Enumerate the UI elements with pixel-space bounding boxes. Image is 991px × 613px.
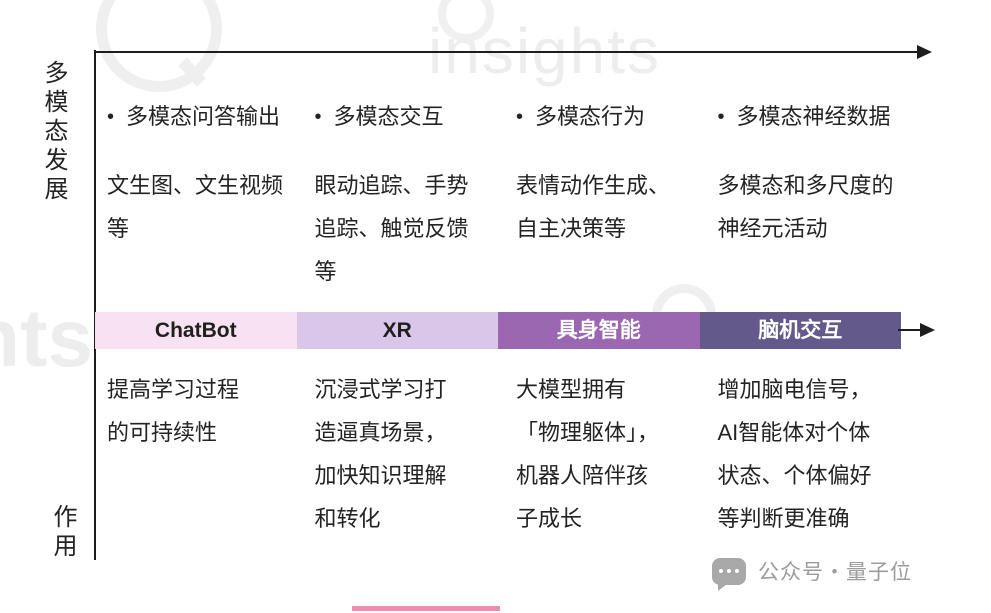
modality-header-label: 多模态神经数据 (736, 104, 891, 129)
footer-watermark-label: 公众号・量子位 (758, 561, 912, 584)
brand-logo-ring-icon (96, 0, 222, 92)
bullet-icon: • (516, 106, 524, 128)
effect-text: 提高学习过程 的可持续性 (107, 377, 240, 445)
y-axis-line (94, 50, 96, 560)
bullet-icon: • (314, 106, 322, 128)
wechat-bubble-icon (712, 557, 746, 591)
modality-detail: 文生图、文生视频 等 (107, 173, 284, 241)
modality-header-label: 多模态交互 (333, 104, 444, 129)
modality-detail: 表情动作生成、 自主决策等 (516, 173, 671, 241)
bullet-icon: • (107, 106, 115, 128)
wechat-dots-icon (727, 569, 731, 573)
effect-text: 沉浸式学习打 造逼真场景， 加快知识理解 和转化 (314, 377, 447, 531)
modality-header: • 多模态行为 (516, 102, 700, 132)
modality-row: • 多模态问答输出 文生图、文生视频 等 • 多模态交互 眼动追踪、手势 追踪、… (95, 102, 901, 293)
modality-detail: 多模态和多尺度的 神经元活动 (717, 173, 894, 241)
stage-column-bci: • 多模态神经数据 多模态和多尺度的 神经元活动 (700, 102, 902, 293)
y-axis-label-top: 多模态发展 (40, 60, 67, 205)
band-segment-xr: XR (296, 312, 498, 349)
x-axis-line (94, 51, 918, 53)
partial-watermark-text: hts (0, 293, 93, 384)
footer-watermark: 公众号・量子位 (712, 556, 912, 591)
bottom-progress-bar (352, 606, 500, 611)
effect-text: 大模型拥有 「物理躯体」， 机器人陪伴孩 子成长 (516, 377, 660, 531)
effect-column-xr: 沉浸式学习打 造逼真场景， 加快知识理解 和转化 (297, 368, 499, 540)
small-logo-ring-icon (438, 0, 494, 42)
bullet-icon: • (717, 106, 725, 128)
modality-header: • 多模态问答输出 (107, 102, 297, 132)
stage-column-embodied-ai: • 多模态行为 表情动作生成、 自主决策等 (498, 102, 700, 293)
x-axis-arrowhead-icon (917, 45, 932, 59)
band-segment-bci: 脑机交互 (699, 312, 901, 349)
effect-column-bci: 增加脑电信号， AI智能体对个体 状态、个体偏好 等判断更准确 (700, 368, 902, 540)
modality-header: • 多模态神经数据 (718, 102, 902, 132)
band-arrow-line (898, 329, 922, 331)
modality-header: • 多模态交互 (315, 102, 499, 132)
effect-column-embodied-ai: 大模型拥有 「物理躯体」， 机器人陪伴孩 子成长 (498, 368, 700, 540)
band-segment-chatbot: ChatBot (95, 312, 297, 349)
y-axis-label-bottom: 作用 (49, 504, 76, 562)
band-segment-embodied-ai: 具身智能 (498, 312, 700, 349)
effect-column-chatbot: 提高学习过程 的可持续性 (95, 368, 297, 540)
stage-column-xr: • 多模态交互 眼动追踪、手势 追踪、触觉反馈 等 (297, 102, 499, 293)
effect-text: 增加脑电信号， AI智能体对个体 状态、个体偏好 等判断更准确 (717, 377, 872, 531)
effects-row: 提高学习过程 的可持续性 沉浸式学习打 造逼真场景， 加快知识理解 和转化 大模… (95, 368, 901, 540)
stage-band: ChatBot XR 具身智能 脑机交互 (95, 312, 901, 349)
stage-column-chatbot: • 多模态问答输出 文生图、文生视频 等 (95, 102, 297, 293)
modality-header-label: 多模态行为 (535, 104, 646, 129)
band-arrowhead-icon (920, 323, 935, 337)
modality-header-label: 多模态问答输出 (126, 104, 281, 129)
modality-detail: 眼动追踪、手势 追踪、触觉反馈 等 (314, 173, 469, 284)
